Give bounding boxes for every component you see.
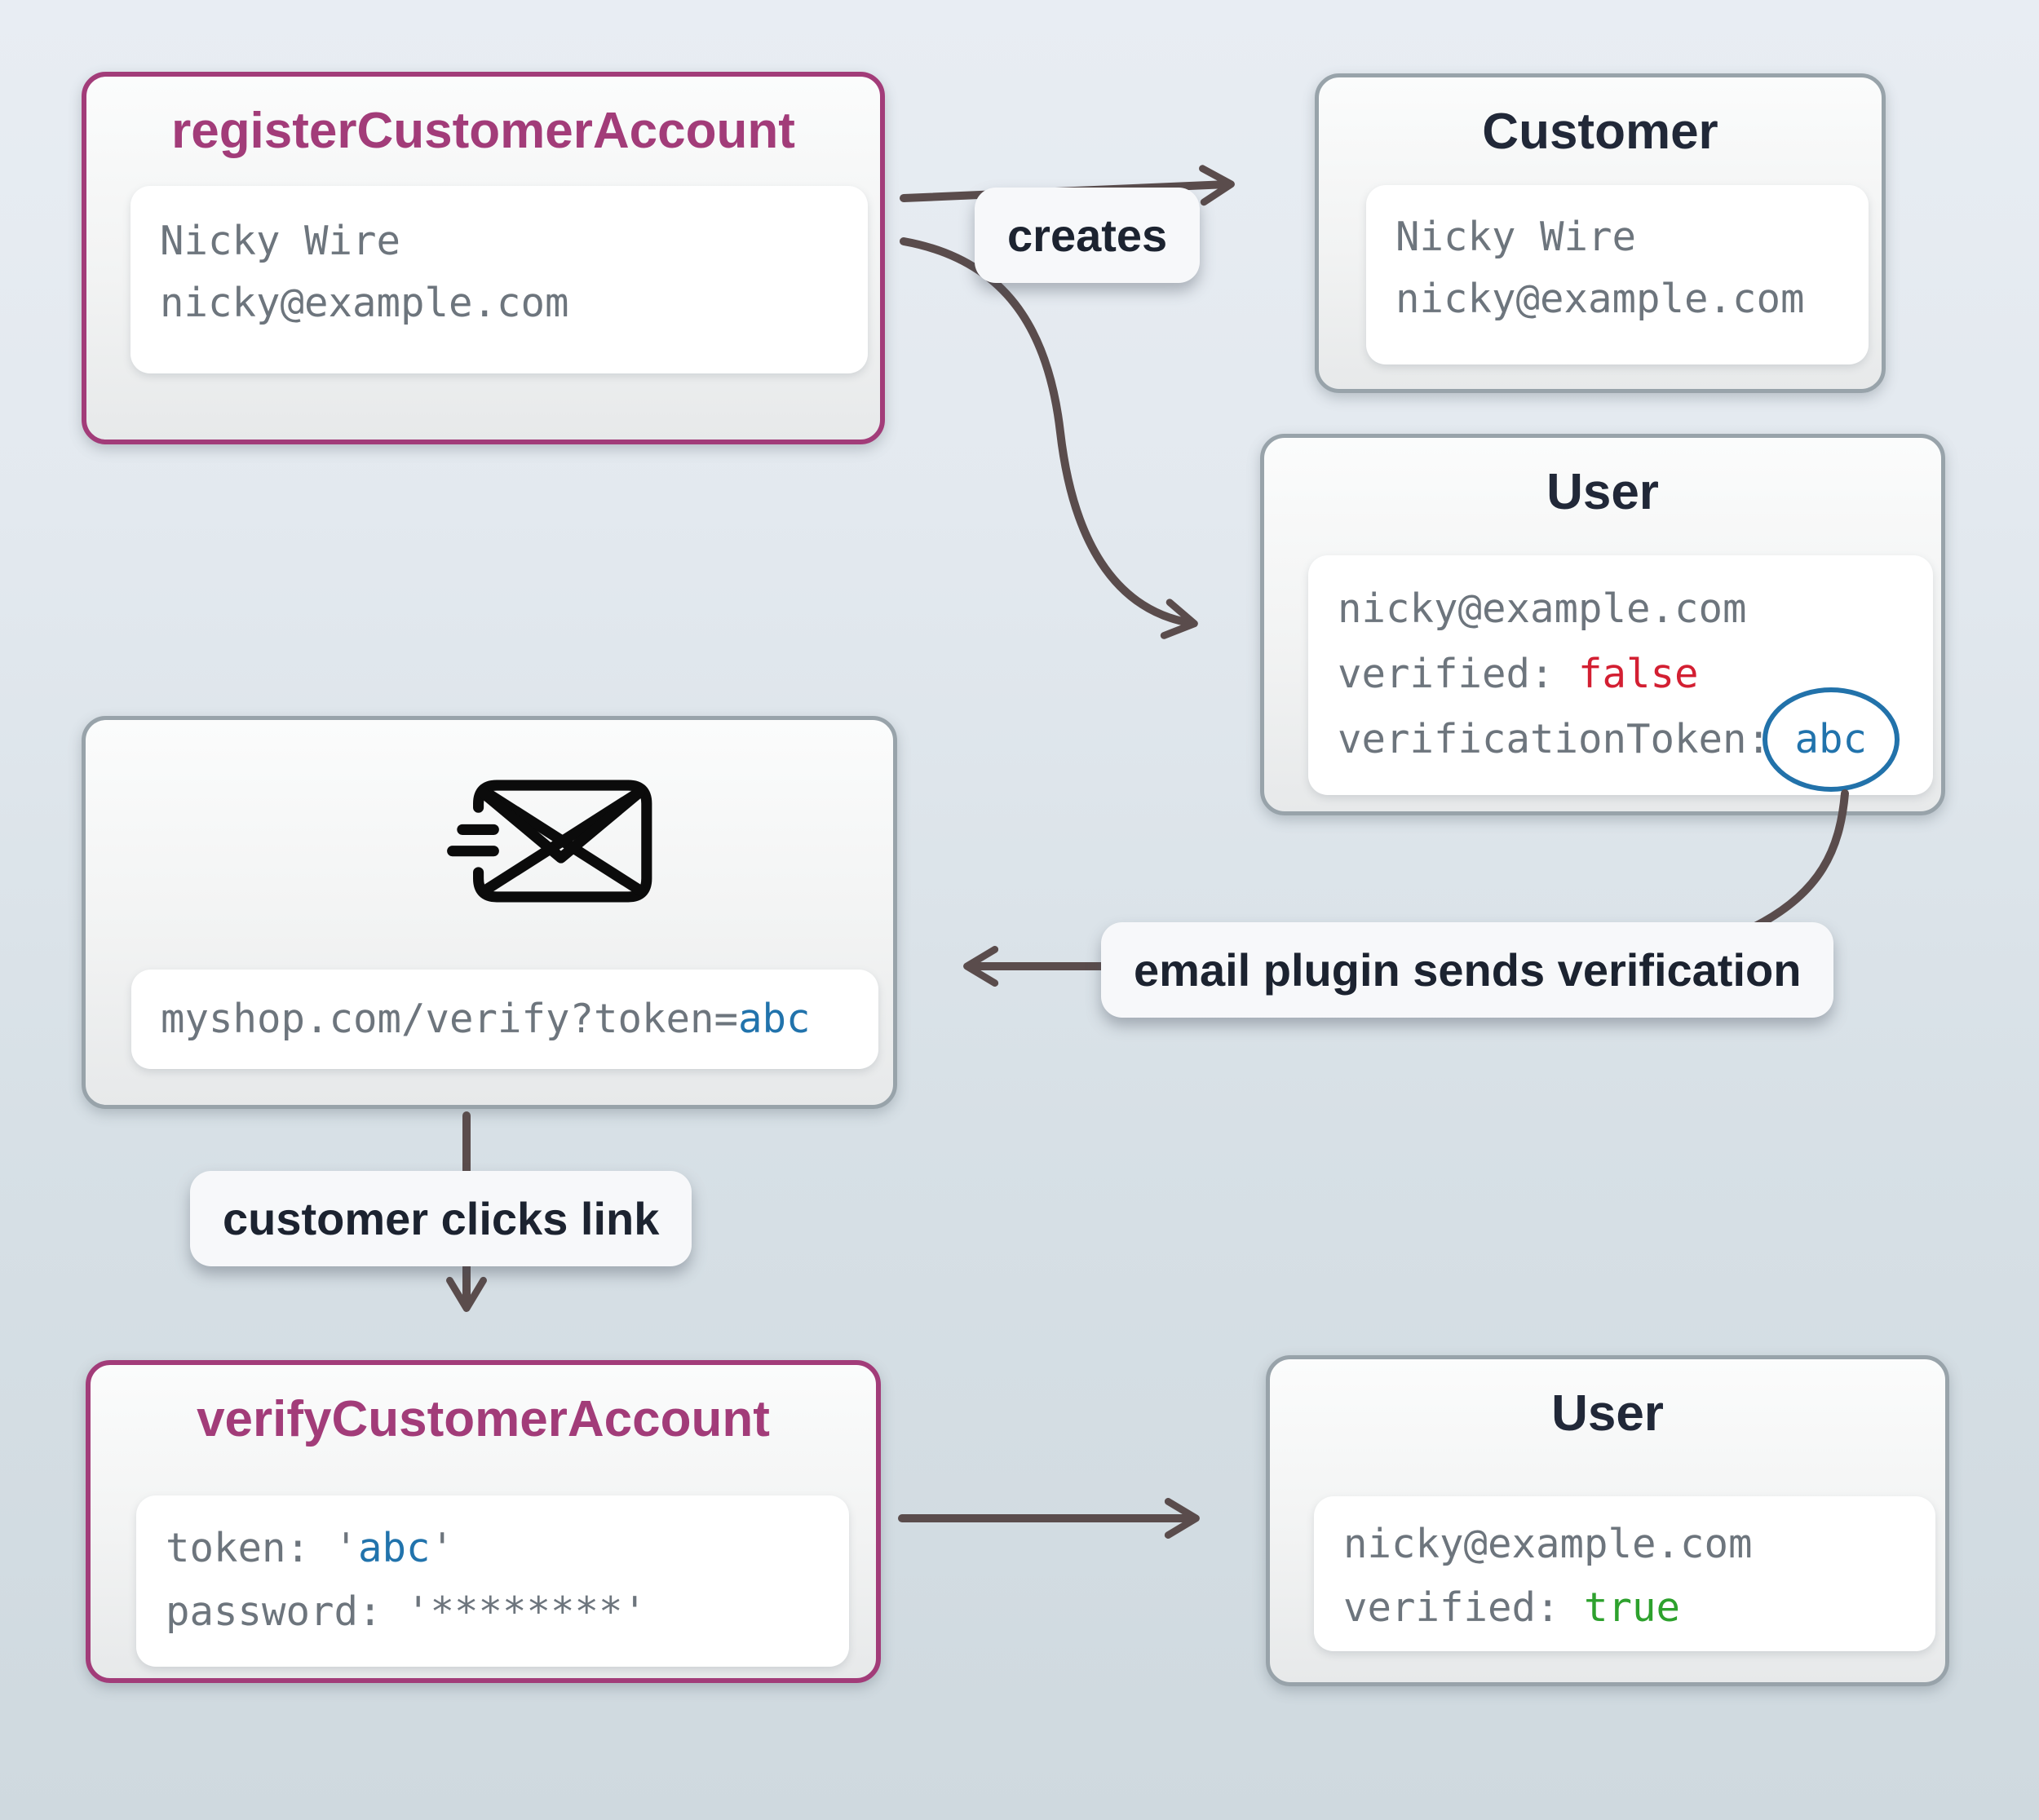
- user-box-title: User: [1551, 1385, 1664, 1442]
- verify-password-line: password: '********': [166, 1588, 648, 1635]
- verify-payload-card: token: 'abc' password: '********': [136, 1495, 849, 1667]
- verify-token-suffix: ': [430, 1525, 455, 1571]
- register-customer-account-box: registerCustomerAccount Nicky Wire nicky…: [82, 72, 885, 444]
- verify-token-value: abc: [358, 1525, 431, 1571]
- creates-edge-label: creates: [975, 188, 1201, 283]
- email-sent-icon: [436, 777, 681, 916]
- verify-token-line: token: 'abc': [166, 1517, 849, 1580]
- user-entity-box-verified: User nicky@example.com verified: true: [1266, 1355, 1949, 1686]
- url-prefix: myshop.com/verify?token=: [161, 996, 739, 1042]
- user-box-title: User: [1546, 464, 1659, 520]
- customer-email-line: nicky@example.com: [1395, 276, 1805, 322]
- customer-payload-card: Nicky Wire nicky@example.com: [1366, 185, 1869, 364]
- url-token-value: abc: [738, 996, 811, 1042]
- user-verified-line: verified: false: [1338, 642, 1933, 707]
- arrow-register-to-user: [900, 237, 1198, 639]
- register-payload-card: Nicky Wire nicky@example.com: [130, 186, 868, 373]
- curve-token-to-label: [1751, 789, 1849, 930]
- verification-url-card: myshop.com/verify?token=abc: [131, 970, 878, 1069]
- customer-clicks-edge-label: customer clicks link: [190, 1171, 692, 1266]
- user-email-line: nicky@example.com: [1338, 585, 1747, 632]
- token-highlight-circle: abc: [1762, 687, 1900, 792]
- verify-box-title: verifyCustomerAccount: [197, 1391, 770, 1447]
- user-token-line: verificationToken: abc: [1338, 687, 1933, 792]
- user-verified-line: verified: true: [1343, 1576, 1935, 1640]
- verified-label: verified:: [1338, 651, 1555, 697]
- register-email-line: nicky@example.com: [160, 280, 569, 326]
- user-entity-box-unverified: User nicky@example.com verified: false v…: [1260, 434, 1945, 815]
- verified-value: true: [1584, 1584, 1681, 1631]
- register-name-line: Nicky Wire: [160, 218, 401, 264]
- register-box-title: registerCustomerAccount: [171, 103, 795, 159]
- customer-box-title: Customer: [1482, 104, 1718, 160]
- verify-token-prefix: token: ': [166, 1525, 359, 1571]
- user-payload-card: nicky@example.com verified: false verifi…: [1308, 555, 1933, 795]
- customer-entity-box: Customer Nicky Wire nicky@example.com: [1315, 73, 1886, 393]
- token-label: verificationToken:: [1338, 716, 1771, 762]
- token-value: abc: [1794, 716, 1868, 762]
- verified-value: false: [1578, 651, 1699, 697]
- user-email-line: nicky@example.com: [1343, 1521, 1753, 1567]
- verified-label: verified:: [1343, 1584, 1560, 1631]
- email-plugin-edge-label: email plugin sends verification: [1101, 922, 1834, 1018]
- verify-customer-account-box: verifyCustomerAccount token: 'abc' passw…: [86, 1360, 881, 1683]
- customer-name-line: Nicky Wire: [1395, 214, 1637, 260]
- user-payload-card: nicky@example.com verified: true: [1314, 1496, 1935, 1651]
- verification-email-box: myshop.com/verify?token=abc: [82, 716, 897, 1109]
